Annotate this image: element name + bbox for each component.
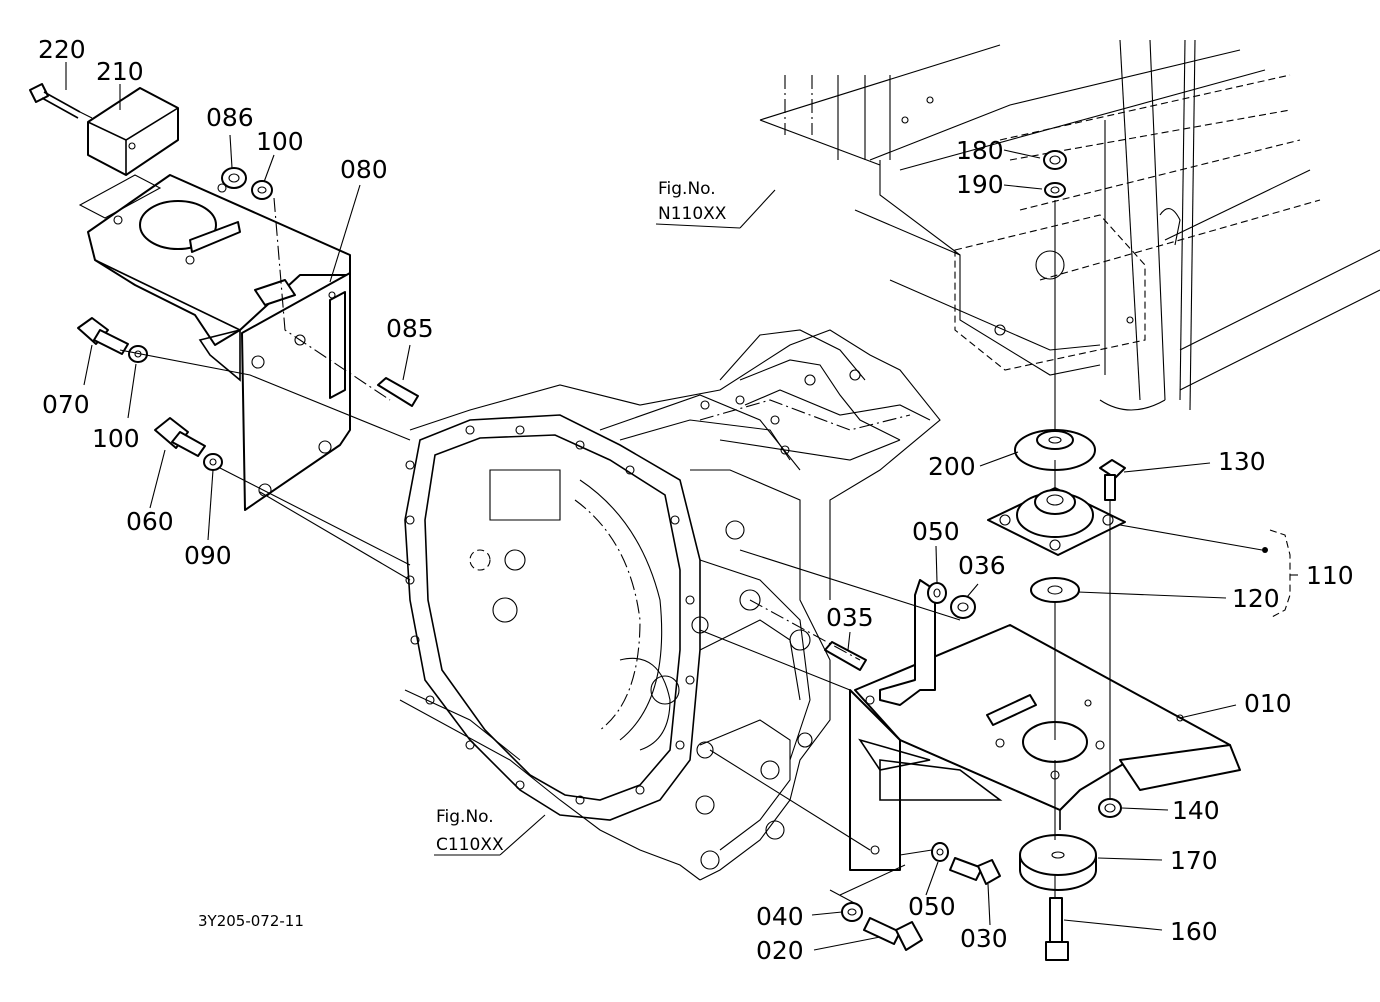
nut-086 xyxy=(221,167,247,189)
label-220: 220 xyxy=(38,35,86,64)
rear-bracket-010 xyxy=(849,579,1241,871)
transmission-case-outline xyxy=(399,329,941,881)
label-050-upper: 050 xyxy=(912,517,960,546)
label-130: 130 xyxy=(1218,447,1266,476)
weight-block-210 xyxy=(78,87,179,219)
label-050-lower: 050 xyxy=(908,892,956,921)
figure-ref-n110xx-line2: N110XX xyxy=(658,204,727,224)
label-036: 036 xyxy=(958,551,1006,580)
label-035: 035 xyxy=(826,603,874,632)
label-030: 030 xyxy=(960,924,1008,953)
part-labels: 220 210 086 100 080 085 070 100 060 090 … xyxy=(38,35,1354,965)
bolt-130 xyxy=(1099,459,1126,501)
bolt-160 xyxy=(1045,897,1069,961)
nut-140 xyxy=(1098,798,1122,818)
figure-ref-c110xx-line1: Fig.No. xyxy=(436,807,494,827)
assembly-lines-right xyxy=(699,200,1111,906)
bolt-020 xyxy=(863,917,923,951)
label-090: 090 xyxy=(184,541,232,570)
label-085: 085 xyxy=(386,314,434,343)
label-140: 140 xyxy=(1172,796,1220,825)
figure-ref-n110xx-line1: Fig.No. xyxy=(658,179,716,199)
stud-085 xyxy=(377,377,419,407)
label-170: 170 xyxy=(1170,846,1218,875)
washer-040 xyxy=(841,902,863,922)
label-060: 060 xyxy=(126,507,174,536)
label-040: 040 xyxy=(756,902,804,931)
label-180: 180 xyxy=(956,136,1004,165)
label-100-lower: 100 xyxy=(92,424,140,453)
upper-frame-assembly xyxy=(759,39,1380,411)
cushion-200 xyxy=(1014,429,1096,471)
stud-035 xyxy=(824,641,867,671)
label-190: 190 xyxy=(956,170,1004,199)
assembly-lines-left xyxy=(79,111,411,581)
label-160: 160 xyxy=(1170,917,1218,946)
label-200: 200 xyxy=(928,452,976,481)
washer-090 xyxy=(203,453,223,471)
cushion-170 xyxy=(1019,834,1097,891)
nut-036 xyxy=(950,595,976,619)
label-080: 080 xyxy=(340,155,388,184)
label-100-upper: 100 xyxy=(256,127,304,156)
leader-lines xyxy=(65,62,1298,951)
label-110: 110 xyxy=(1306,561,1354,590)
bolt-030 xyxy=(949,857,1001,885)
washer-190 xyxy=(1044,182,1066,198)
figure-ref-c110xx-line2: C110XX xyxy=(436,835,504,855)
nut-180 xyxy=(1043,150,1067,170)
bolt-060 xyxy=(154,417,206,457)
washer-100-upper xyxy=(251,180,273,200)
label-010: 010 xyxy=(1244,689,1292,718)
washer-050-lower xyxy=(931,842,949,862)
washer-050-upper xyxy=(927,582,947,604)
label-070: 070 xyxy=(42,390,90,419)
label-120: 120 xyxy=(1232,584,1280,613)
bolt-070 xyxy=(77,317,129,355)
label-086: 086 xyxy=(206,103,254,132)
drawing-code: 3Y205-072-11 xyxy=(198,912,304,930)
label-020: 020 xyxy=(756,936,804,965)
label-210: 210 xyxy=(96,57,144,86)
bolt-220 xyxy=(29,83,81,119)
front-bracket-080 xyxy=(87,174,351,511)
washer-120 xyxy=(1030,577,1080,603)
rubber-mount-110 xyxy=(987,487,1126,556)
